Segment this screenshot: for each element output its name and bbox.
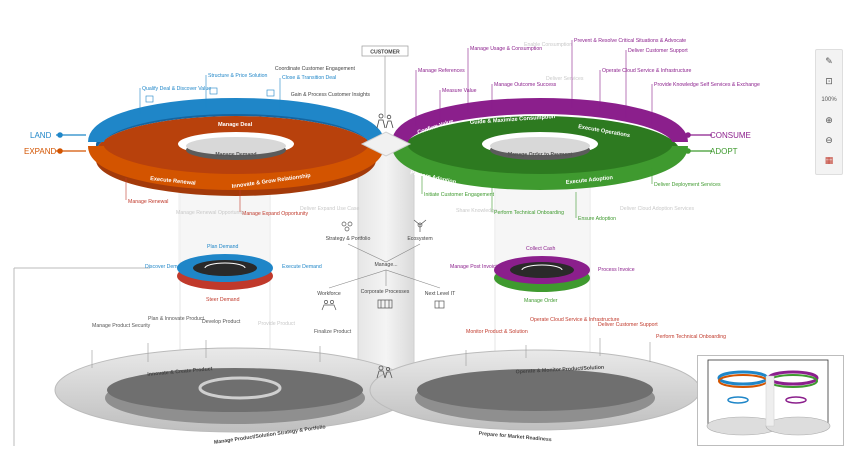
collect-cash-label: Collect Cash	[526, 246, 556, 252]
left-lower-callouts: Manage Renewal Manage Expand Opportunity…	[125, 178, 360, 217]
svg-text:Deliver Customer Support: Deliver Customer Support	[628, 48, 688, 54]
svg-text:Monitor Product & Solution: Monitor Product & Solution	[466, 329, 528, 335]
expand-marker: EXPAND	[24, 147, 86, 156]
svg-text:Perform Technical Onboarding: Perform Technical Onboarding	[656, 334, 726, 340]
svg-text:Structure & Price Solution: Structure & Price Solution	[208, 73, 268, 79]
svg-text:EXPAND: EXPAND	[24, 147, 57, 156]
svg-text:Manage Renewal: Manage Renewal	[128, 199, 168, 205]
people-icon	[376, 365, 393, 379]
svg-text:Develop Product: Develop Product	[202, 319, 241, 325]
svg-text:Manage Expand Opportunity: Manage Expand Opportunity	[242, 211, 308, 217]
adopt-marker: ADOPT	[685, 147, 738, 156]
corporate-icon	[377, 299, 393, 309]
svg-text:Deliver Services: Deliver Services	[546, 76, 584, 82]
diagram-toolbar: ✎ ⊡ 100% ⊕ ⊖ ▦	[815, 49, 843, 175]
svg-text:Close & Transition Deal: Close & Transition Deal	[282, 75, 336, 81]
consume-marker: CONSUME	[685, 131, 751, 140]
zoom-in-icon[interactable]: ⊕	[825, 116, 833, 126]
svg-text:Share Knowledge: Share Knowledge	[456, 208, 497, 214]
order-to-payment-center: Manage Order to Payment	[508, 152, 573, 158]
price-icon	[209, 87, 218, 95]
manage-order-label: Manage Order	[524, 298, 558, 304]
plan-demand-label: Plan Demand	[207, 244, 239, 250]
svg-text:Enable Consumption: Enable Consumption	[524, 42, 572, 48]
ecosystem-label: Ecosystem	[407, 236, 432, 242]
fit-icon[interactable]: ⊡	[825, 77, 833, 87]
svg-text:Gain & Process Customer Insigh: Gain & Process Customer Insights	[291, 92, 371, 98]
svg-text:Operate Cloud Service & Infras: Operate Cloud Service & Infrastructure	[530, 317, 619, 323]
edit-icon[interactable]: ✎	[825, 57, 833, 67]
workforce-icon	[321, 300, 337, 311]
manage-deal-ring-label: Manage Deal	[218, 122, 253, 128]
svg-text:Ensure Adoption: Ensure Adoption	[578, 216, 616, 222]
process-invoice-label: Process Invoice	[598, 267, 635, 273]
bottom-loop: Innovate & Create Product Operate & Moni…	[54, 347, 701, 446]
loop-crossing	[360, 131, 412, 157]
minimap-preview	[706, 359, 831, 436]
customer-box-label: CUSTOMER	[370, 50, 400, 56]
manage-label: Manage...	[374, 262, 397, 268]
strategy-icon	[341, 221, 353, 232]
svg-text:Plan & Innovate Product: Plan & Innovate Product	[148, 316, 205, 322]
minimap[interactable]	[697, 355, 844, 446]
next-level-icon	[434, 300, 445, 309]
svg-text:Deliver Customer Support: Deliver Customer Support	[598, 322, 658, 328]
workforce-label: Workforce	[317, 291, 341, 297]
svg-text:Manage Usage & Consumption: Manage Usage & Consumption	[470, 46, 542, 52]
guide-consumption-ring-label: Guide & Maximize Consumption	[470, 114, 556, 126]
svg-text:Measure Value: Measure Value	[442, 88, 477, 94]
land-marker: LAND	[30, 131, 86, 140]
post-invoicing-label: Manage Post Invoicing	[450, 264, 503, 270]
deal-icon	[145, 95, 154, 103]
svg-text:Qualify Deal & Discover Value: Qualify Deal & Discover Value	[142, 86, 211, 92]
customer-people-icon	[376, 113, 394, 129]
svg-text:LAND: LAND	[30, 131, 52, 140]
bottom-left-callouts: Manage Product Security Plan & Innovate …	[91, 316, 352, 368]
central-pillar	[357, 139, 415, 391]
bottom-right-callouts: Monitor Product & Solution Operate Cloud…	[465, 317, 726, 366]
svg-text:Prevent & Resolve Critical Sit: Prevent & Resolve Critical Situations & …	[574, 38, 686, 44]
close-deal-icon	[266, 89, 275, 97]
top-loop-right: Manage Order to Payment Confirm Value Gu…	[392, 98, 688, 190]
top-right-callouts: Manage References Measure Value Manage U…	[415, 38, 760, 126]
svg-text:ADOPT: ADOPT	[710, 147, 738, 156]
manage-demand-center: Manage Demand	[215, 152, 256, 158]
customer-block: CUSTOMER Coordinate Customer Engagement …	[275, 45, 409, 129]
svg-text:Operate Cloud Service & Infras: Operate Cloud Service & Infrastructure	[602, 68, 691, 74]
execute-demand-label: Execute Demand	[282, 264, 322, 270]
svg-text:Initiate Customer Engagement: Initiate Customer Engagement	[424, 192, 495, 198]
svg-text:Perform Technical Onboarding: Perform Technical Onboarding	[494, 210, 564, 216]
zoom-out-icon[interactable]: ⊖	[825, 136, 833, 146]
top-left-callouts: Qualify Deal & Discover Value Structure …	[139, 73, 336, 114]
strategy-label: Strategy & Portfolio	[326, 236, 371, 242]
bottom-loop-right-label: Operate & Monitor Product/Solution	[516, 365, 605, 376]
svg-text:Deliver Deployment Services: Deliver Deployment Services	[654, 182, 721, 188]
corporate-label: Corporate Processes	[361, 289, 410, 295]
execute-adoption-ring-label: Execute Adoption	[566, 175, 614, 186]
manage-tree: Strategy & Portfolio Ecosystem Manage...…	[317, 219, 456, 311]
svg-text:Deliver Expand Use Case: Deliver Expand Use Case	[300, 206, 360, 212]
svg-text:CONSUME: CONSUME	[710, 131, 751, 140]
right-lower-callouts: Initiate Customer Engagement Share Knowl…	[421, 168, 721, 222]
next-level-label: Next Level IT	[425, 291, 456, 297]
bottom-loop-bottom-right-label: Prepare for Market Readiness	[478, 431, 552, 443]
svg-text:Manage Outcome Success: Manage Outcome Success	[494, 82, 557, 88]
top-loop-left: Manage Demand Manage Deal Execute Renewa…	[88, 98, 384, 196]
steer-demand-label: Steer Demand	[206, 297, 240, 303]
svg-text:Coordinate Customer Engagement: Coordinate Customer Engagement	[275, 66, 356, 72]
svg-text:Finalize Product: Finalize Product	[314, 329, 352, 335]
svg-text:Provide Product: Provide Product	[258, 321, 295, 327]
svg-text:Manage References: Manage References	[418, 68, 465, 74]
execute-renewal-ring-label: Execute Renewal	[150, 176, 197, 187]
bottom-loop-left-label: Innovate & Create Product	[147, 366, 213, 378]
svg-text:Deliver Cloud Adoption Service: Deliver Cloud Adoption Services	[620, 206, 695, 212]
zoom-level: 100%	[821, 97, 837, 103]
svg-text:Manage Product Security: Manage Product Security	[92, 323, 151, 329]
discover-demand-label: Discover Demand	[145, 264, 186, 270]
map-icon[interactable]: ▦	[824, 156, 834, 166]
ecosystem-icon	[413, 219, 427, 232]
svg-text:Provide Knowledge Self Service: Provide Knowledge Self Services & Exchan…	[654, 82, 760, 88]
svg-text:Manage Renewal Opportunity: Manage Renewal Opportunity	[176, 210, 245, 216]
